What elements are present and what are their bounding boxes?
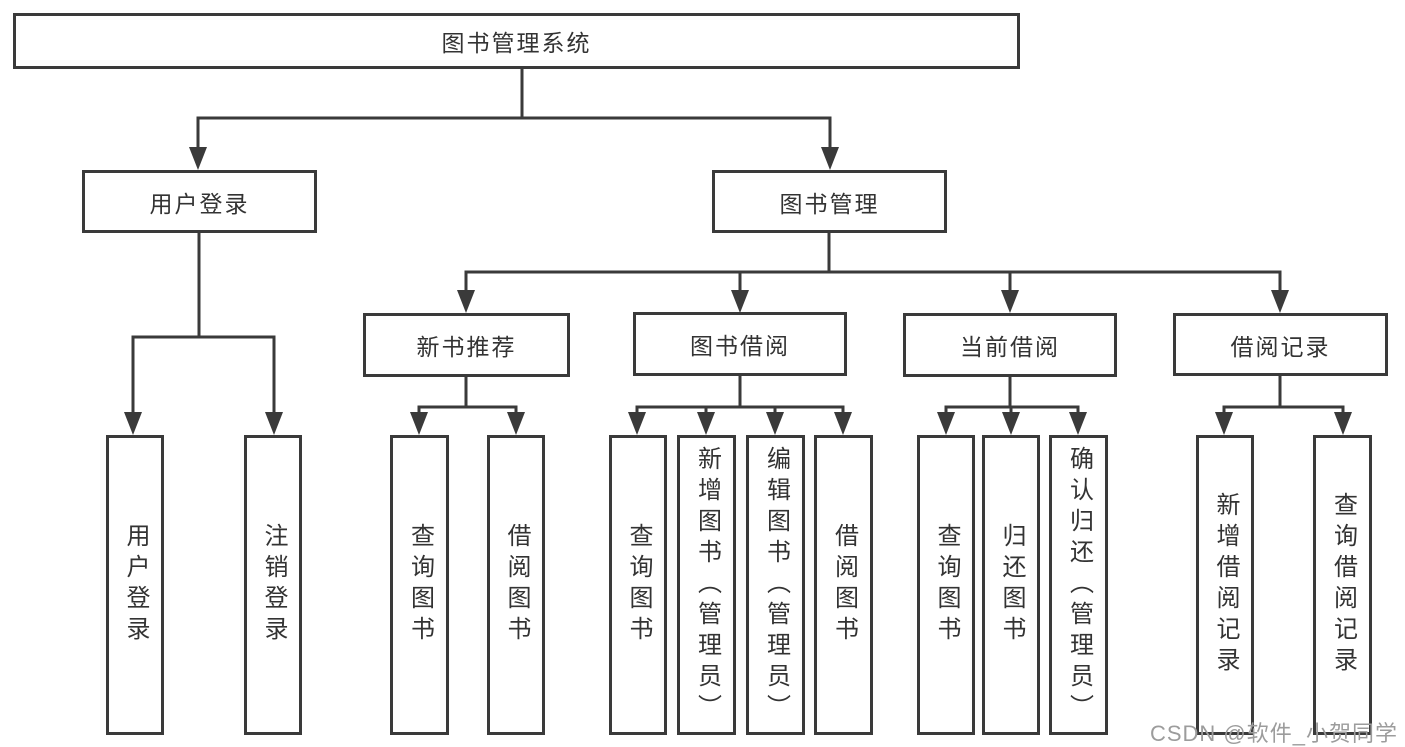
leaf-logout: 注销登录 xyxy=(244,435,302,735)
node-current-borrow: 当前借阅 xyxy=(903,313,1117,377)
node-book-borrow-label: 图书借阅 xyxy=(690,333,790,359)
leaf-add-book-admin: 新增图书（管理员） xyxy=(677,435,736,735)
leaf-borrow-books-label: 借阅图书 xyxy=(830,523,858,647)
leaf-user-login-label: 用户登录 xyxy=(122,523,149,647)
node-borrow-records: 借阅记录 xyxy=(1173,313,1388,376)
leaf-add-book-admin-label: 新增图书（管理员） xyxy=(693,445,721,725)
node-root-label: 图书管理系统 xyxy=(441,30,592,56)
leaf-query-borrow-record-label: 查询借阅记录 xyxy=(1329,492,1357,678)
leaf-borrow-books-recommend: 借阅图书 xyxy=(487,435,545,735)
leaf-return-books: 归还图书 xyxy=(982,435,1040,735)
leaf-user-login: 用户登录 xyxy=(106,435,164,735)
node-root: 图书管理系统 xyxy=(13,13,1020,69)
leaf-edit-book-admin-label: 编辑图书（管理员） xyxy=(762,445,790,725)
leaf-query-books-recommend-label: 查询图书 xyxy=(406,523,434,647)
leaf-borrow-books-recommend-label: 借阅图书 xyxy=(503,523,530,647)
leaf-edit-book-admin: 编辑图书（管理员） xyxy=(746,435,805,735)
leaf-query-borrow-record: 查询借阅记录 xyxy=(1313,435,1372,735)
node-new-book-recommend-label: 新书推荐 xyxy=(416,334,517,360)
leaf-return-books-label: 归还图书 xyxy=(998,523,1025,647)
node-borrow-records-label: 借阅记录 xyxy=(1230,333,1331,360)
node-user-login: 用户登录 xyxy=(82,170,317,233)
node-book-borrow: 图书借阅 xyxy=(633,312,847,376)
leaf-add-borrow-record-label: 新增借阅记录 xyxy=(1212,492,1239,678)
leaf-add-borrow-record: 新增借阅记录 xyxy=(1196,435,1254,735)
leaf-logout-label: 注销登录 xyxy=(260,523,287,647)
leaf-borrow-books: 借阅图书 xyxy=(814,435,873,735)
node-user-login-label: 用户登录 xyxy=(149,190,250,217)
node-current-borrow-label: 当前借阅 xyxy=(960,334,1060,360)
leaf-confirm-return-admin: 确认归还（管理员） xyxy=(1049,435,1108,735)
leaf-query-books-current: 查询图书 xyxy=(917,435,975,735)
node-book-management: 图书管理 xyxy=(712,170,947,233)
leaf-query-books-current-label: 查询图书 xyxy=(933,523,960,647)
node-new-book-recommend: 新书推荐 xyxy=(363,313,570,377)
leaf-query-books-recommend: 查询图书 xyxy=(390,435,449,735)
leaf-query-books-borrow-label: 查询图书 xyxy=(625,523,652,647)
node-book-management-label: 图书管理 xyxy=(779,190,880,217)
watermark-text: CSDN @软件_小贺同学 xyxy=(1149,721,1398,746)
leaf-confirm-return-admin-label: 确认归还（管理员） xyxy=(1065,445,1093,725)
leaf-query-books-borrow: 查询图书 xyxy=(609,435,667,735)
